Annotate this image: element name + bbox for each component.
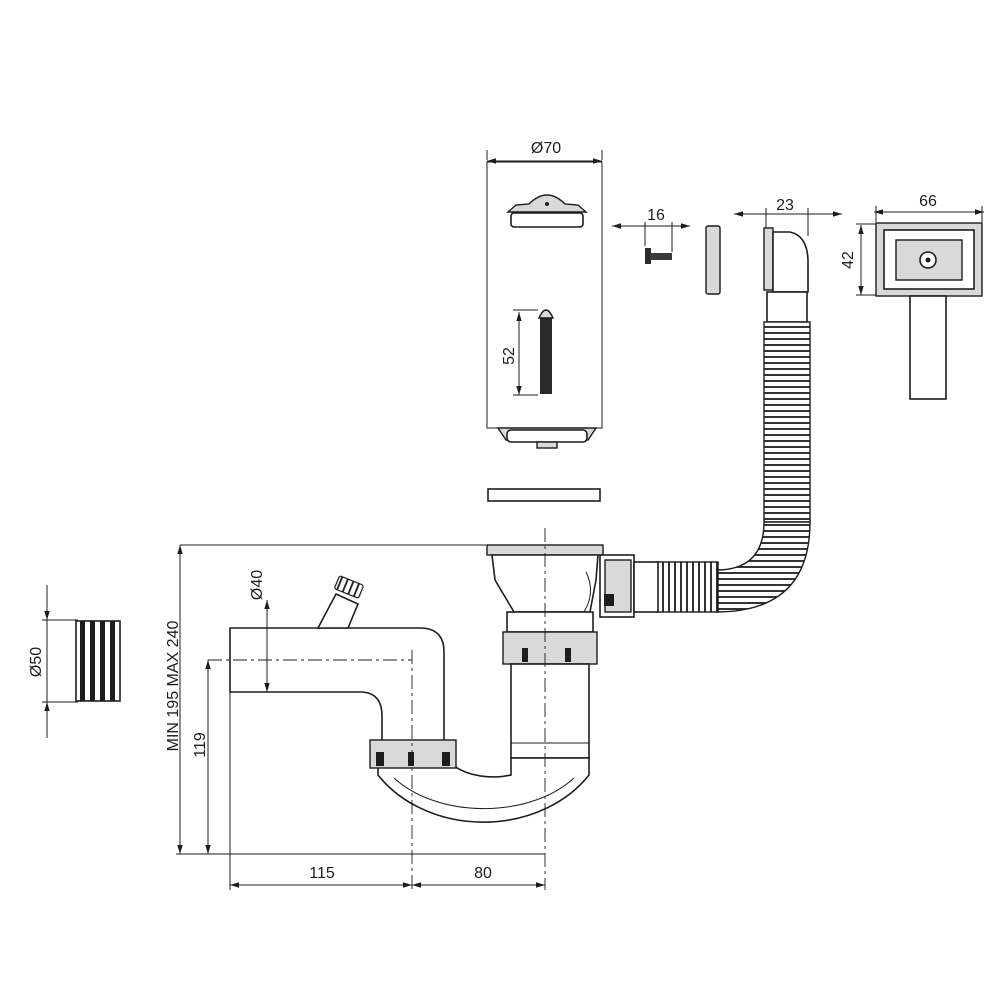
- connector-diameter-label: Ø50: [28, 647, 45, 677]
- basket-diameter-label: Ø70: [531, 140, 561, 157]
- basket-height-label: 52: [501, 347, 518, 365]
- overflow-hose: [655, 291, 811, 613]
- ribbed-connector: [75, 620, 121, 702]
- overflow-width-label: 66: [919, 193, 937, 210]
- overflow-cover: [875, 222, 983, 400]
- overflow-depth-label: 23: [776, 197, 794, 214]
- strainer-basket: [496, 427, 598, 449]
- strainer-kit-panel: 52: [486, 161, 603, 449]
- screw: [645, 248, 672, 264]
- branch-diameter-label: Ø40: [249, 570, 266, 600]
- overflow-head: [763, 227, 809, 293]
- gasket: [487, 488, 601, 502]
- trap-height-label: MIN 195 MAX 240: [165, 621, 182, 752]
- outlet-height-label: 119: [192, 732, 209, 758]
- drain-body: [486, 544, 659, 759]
- strainer-cap: [506, 194, 588, 228]
- overflow-height-label: 42: [840, 251, 857, 269]
- outlet-elbow: [229, 575, 457, 769]
- trap-offset-label: 80: [474, 865, 492, 882]
- bolt: [537, 309, 555, 394]
- u-bend: [377, 757, 590, 823]
- outlet-length-label: 115: [309, 865, 335, 882]
- overflow-seal: [705, 225, 721, 295]
- screw-length-label: 16: [647, 207, 665, 224]
